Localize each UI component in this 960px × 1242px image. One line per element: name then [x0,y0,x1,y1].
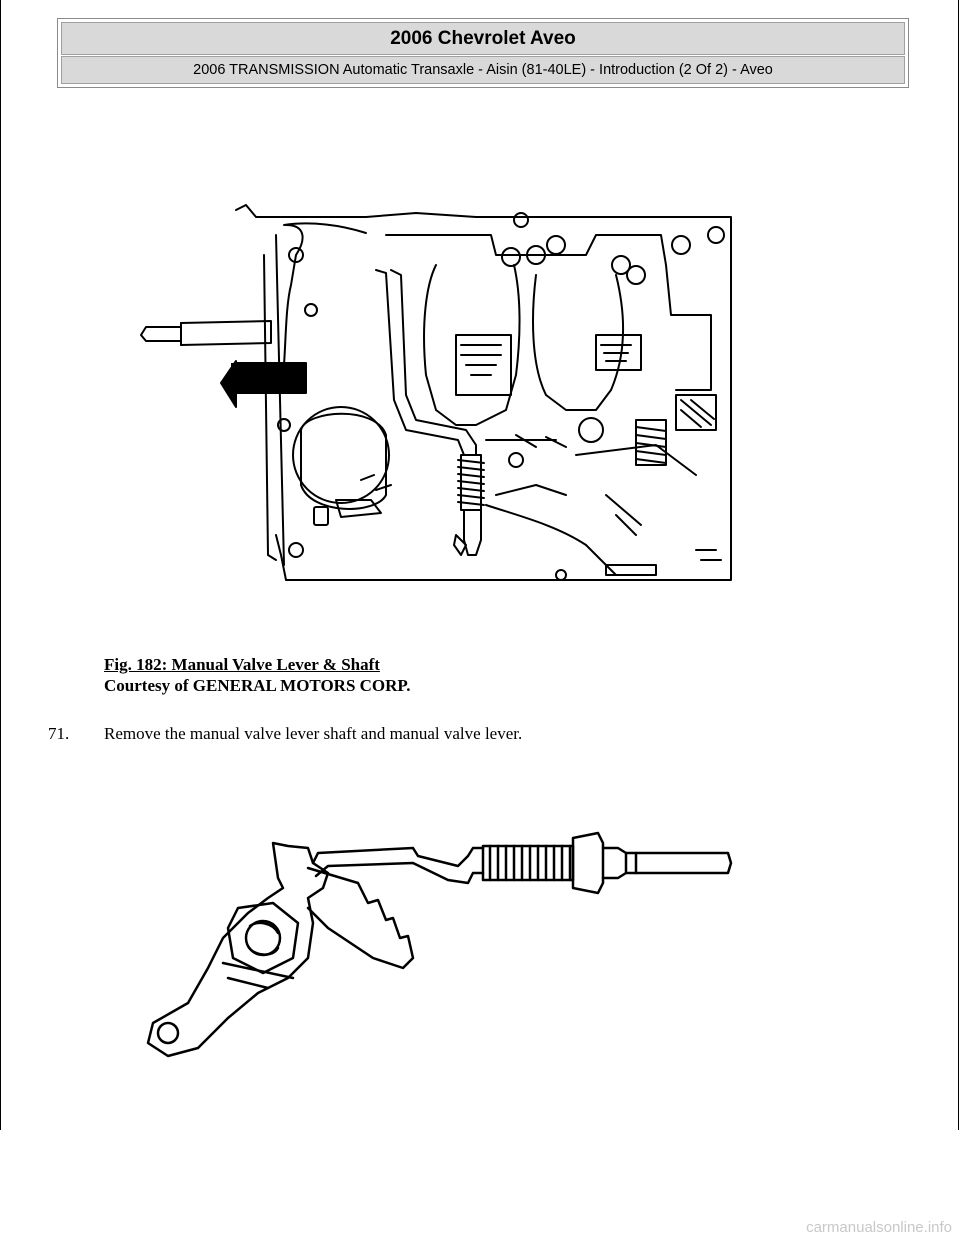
watermark-text: carmanualsonline.info [806,1219,952,1236]
step-number: 71. [48,724,70,743]
header-subtitle: 2006 TRANSMISSION Automatic Transaxle - … [61,56,905,84]
figure-caption-credit: Courtesy of GENERAL MOTORS CORP. [104,676,411,695]
page-right-border [958,0,959,1130]
manual-valve-lever-shaft-illustration [140,204,732,581]
figure-caption-title[interactable]: Fig. 182: Manual Valve Lever & Shaft [104,655,380,674]
step-text: Remove the manual valve lever shaft and … [104,724,523,743]
procedure-step: 71. Remove the manual valve lever shaft a… [48,723,522,744]
document-header: 2006 Chevrolet Aveo 2006 TRANSMISSION Au… [57,18,909,88]
manual-valve-lever-detail-illustration [146,831,733,1058]
page-left-border [0,0,1,1130]
header-title: 2006 Chevrolet Aveo [61,22,905,55]
figure-caption: Fig. 182: Manual Valve Lever & Shaft Cou… [104,654,411,696]
